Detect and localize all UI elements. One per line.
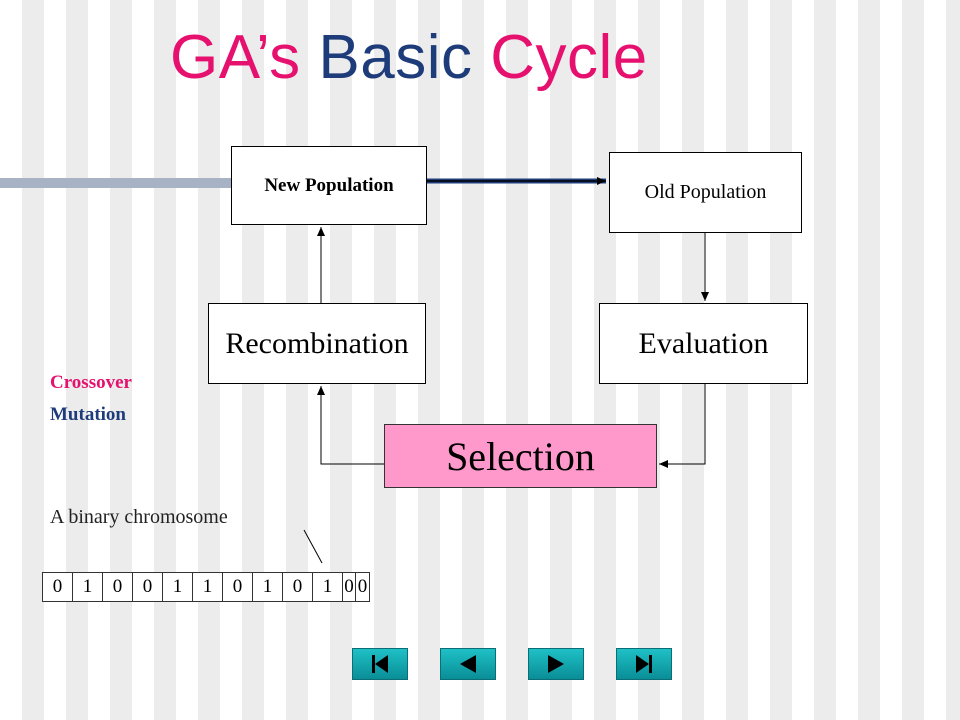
- chromosome-bit: 0: [223, 573, 253, 601]
- first-slide-button[interactable]: [352, 648, 408, 680]
- previous-slide-button[interactable]: [440, 648, 496, 680]
- next-slide-button[interactable]: [528, 648, 584, 680]
- mutation-label: Mutation: [50, 404, 126, 425]
- arrow-selection-to-recomb: [317, 386, 384, 465]
- chromosome-pointer: [303, 529, 323, 564]
- next-icon: [548, 655, 564, 673]
- last-slide-button[interactable]: [616, 648, 672, 680]
- crossover-label: Crossover: [50, 372, 132, 393]
- chromosome-bit: 0: [133, 573, 163, 601]
- recombination-box: Recombination: [208, 303, 426, 384]
- arrow-eval-to-selection: [659, 384, 706, 468]
- last-icon: [636, 655, 652, 673]
- title-part-2: Basic: [318, 23, 491, 92]
- chromosome-bit: 0: [43, 573, 73, 601]
- chromosome-bit: 1: [253, 573, 283, 601]
- chromosome-bit: 1: [193, 573, 223, 601]
- old-population-box: Old Population: [609, 152, 802, 233]
- first-icon: [372, 655, 388, 673]
- evaluation-box: Evaluation: [599, 303, 808, 384]
- chromosome-bit: 1: [313, 573, 343, 601]
- chromosome-bit: 1: [73, 573, 103, 601]
- chromosome-bit: 0: [283, 573, 313, 601]
- new-population-box: New Population: [231, 146, 427, 225]
- title-part-3: Cycle: [490, 23, 648, 92]
- selection-box: Selection: [384, 424, 657, 488]
- title-part-1: GA’s: [170, 23, 319, 92]
- previous-icon: [460, 655, 476, 673]
- chromosome-bit: 1: [163, 573, 193, 601]
- chromosome-label: A binary chromosome: [50, 506, 228, 528]
- chromosome-bit: 0: [343, 573, 356, 601]
- binary-chromosome: 0 1 0 0 1 1 0 1 0 1 0 0: [42, 572, 370, 602]
- slide-title: GA’s Basic Cycle: [170, 22, 648, 93]
- decorative-bar: [0, 178, 232, 188]
- chromosome-bit: 0: [103, 573, 133, 601]
- chromosome-bit: 0: [357, 576, 368, 597]
